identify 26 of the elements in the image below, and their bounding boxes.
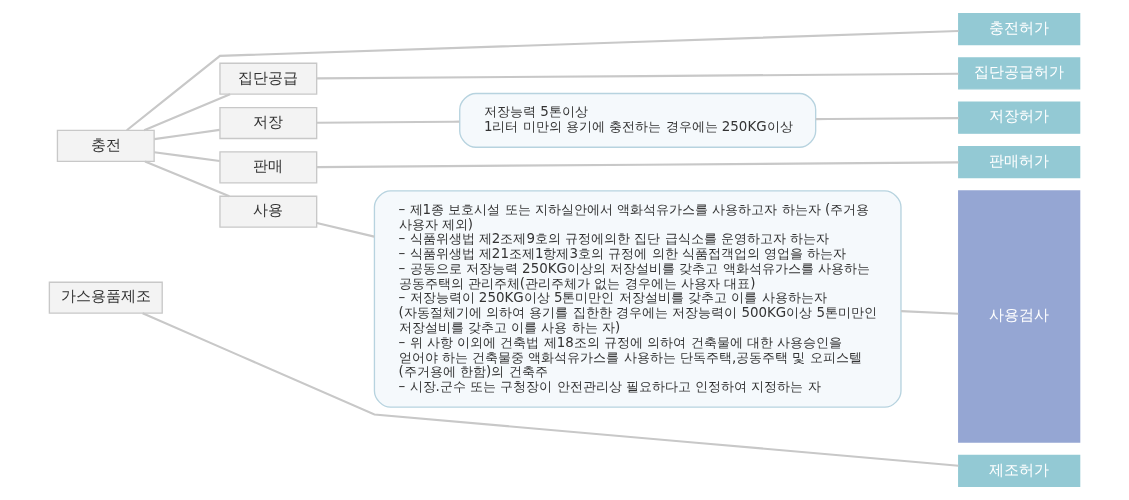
node-box: 저장능력 5톤이상 1리터 미만의 용기에 충전하는 경우에는 250KG이상: [459, 92, 817, 148]
connector: [316, 221, 375, 238]
connector: [316, 120, 460, 124]
connector: [144, 160, 230, 198]
connector: [815, 117, 959, 121]
node-box: 저장: [219, 106, 318, 140]
node-box: 가스용품제조: [48, 281, 163, 314]
node-box: 사용검사: [958, 190, 1081, 443]
node-box: 집단공급허가: [958, 57, 1081, 90]
connector: [317, 72, 959, 80]
connector: [126, 29, 959, 132]
node-box: 저장허가: [958, 101, 1081, 134]
connector: [317, 161, 959, 169]
node-box: 충전: [56, 129, 155, 162]
node-box: 충전허가: [958, 12, 1081, 46]
node-box: 사용: [219, 195, 318, 228]
node-box: 판매: [219, 151, 318, 184]
node-box: – 제1종 보호시설 또는 지하실안에서 액화석유가스를 사용하고자 하는자 (주거용 사용자 제외) – 식품위생법 제2조제9호의 규정에의한 집단 급식소를 운영하고자 하는자 – 식품위생법 제21조제1항제3호의 규정에 의한 식품접객업의 영업을 하는자 – 공동으로 저장능력 250KG이상의 저장설비를 갖추고 액화석유가스를 사용하는 공동주택의 관리주체(관리주체가 없는 경우에는 사용자 대표) – 저장능력이 250KG이상 5톤미만인 저장설비를 갖추고 이를 사용하는자 (자동절체기에 의하여 용기를 집한한 경우에는 저장능력이 500KG이상 5톤미만인 저장설비를 갖추고 이를 사용 하는 자) – 위 사항 이외에 건축법 제18조의 규정에 의하여 건축물에 대한 사용승인을 얻어야 하는 건축물중 액화석유가스를 사용하는 단독주택,공동주택 및 오피스텔 (주거용에 한함)의 건축주 – 시장.군수 또는 구청장이 안전관리상 필요하다고 인정하여 지정하는 자: [373, 190, 902, 408]
node-box: 제조허가: [958, 454, 1081, 488]
connector: [901, 310, 959, 315]
node-box: 집단공급: [219, 62, 318, 95]
connector: [154, 128, 220, 141]
connector: [143, 93, 231, 132]
connector: [142, 312, 959, 467]
node-box: 판매허가: [958, 145, 1081, 179]
connector: [154, 151, 220, 163]
